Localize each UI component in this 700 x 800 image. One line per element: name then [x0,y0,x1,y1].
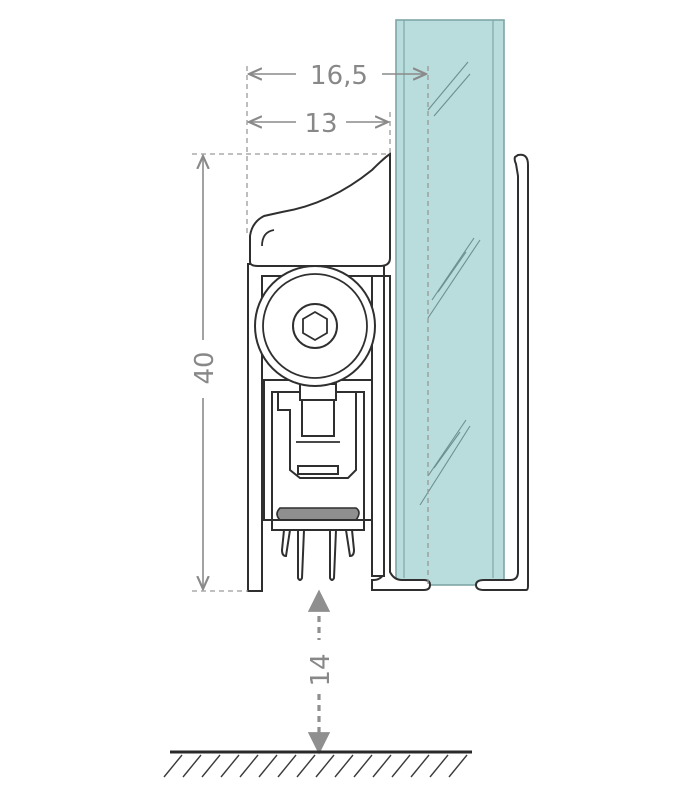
seal-brush-fingers [280,529,356,581]
floor-hatch-line [277,754,297,778]
floor-hatch-line [258,754,278,778]
dimension-top-width-label: 16,5 [310,61,368,91]
dimension-height-label: 40 [190,351,220,384]
dimension-inner-width-label: 13 [304,109,337,139]
glass-reflection-hatch [419,61,481,506]
dimension-top-width: 16,5 [249,61,426,91]
floor-hatch-line [163,754,183,778]
floor-hatching [163,754,468,778]
floor [163,750,472,778]
dimension-height: 40 [190,156,220,589]
floor-hatch-line [296,754,316,778]
dimension-floor-gap: 14 [306,589,336,755]
floor-hatch-line [391,754,411,778]
floor-hatch-line [410,754,430,778]
screw-head [292,303,338,349]
dimension-inner-width: 13 [249,109,388,139]
floor-hatch-line [334,754,354,778]
floor-hatch-line [353,754,373,778]
floor-hatch-line [201,754,221,778]
floor-hatch-line [239,754,259,778]
right-channel-profile [371,153,529,591]
floor-hatch-line [315,754,335,778]
floor-hatch-line [429,754,449,778]
glass-pane [395,19,505,586]
adjustment-roller [254,265,376,387]
floor-hatch-line [220,754,240,778]
floor-hatch-line [182,754,202,778]
glass-panel [395,19,505,586]
dimension-floor-gap-label: 14 [306,653,336,686]
extension-lines [192,66,429,592]
floor-hatch-line [448,754,468,778]
top-cap [249,152,391,267]
floor-hatch-line [372,754,392,778]
seal-strip [276,507,360,521]
hex-socket-icon [302,310,328,342]
